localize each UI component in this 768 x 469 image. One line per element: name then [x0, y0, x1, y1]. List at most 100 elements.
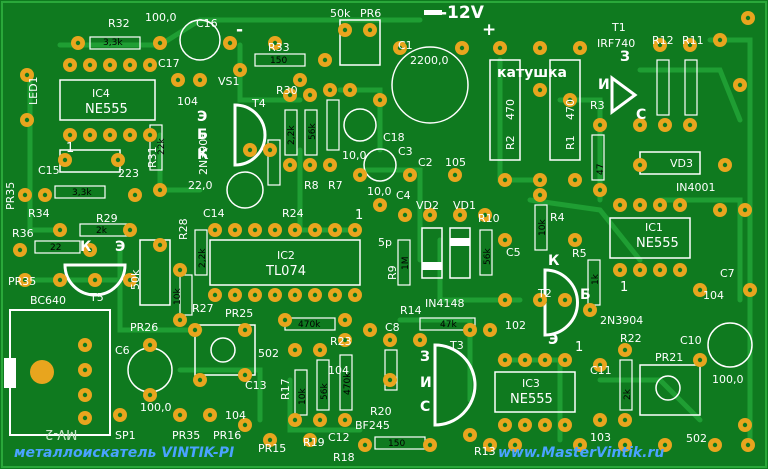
label-c10: C10: [680, 334, 702, 347]
pad-hole: [387, 337, 393, 343]
label-r31-value: 22k: [157, 138, 167, 155]
pad-hole: [282, 317, 288, 323]
label-r5-value: 1k: [591, 274, 601, 285]
pad-hole: [687, 42, 693, 48]
power-plus: +: [482, 20, 497, 40]
pad-hole: [742, 207, 748, 213]
label-c17-value: 104: [177, 95, 198, 108]
label-c6-value: 100,0: [140, 401, 172, 414]
ic2-body: [209, 239, 361, 286]
pad-hole: [147, 342, 153, 348]
ic-outlines: [59, 19, 701, 416]
pad-hole: [127, 132, 133, 138]
pad-hole: [597, 362, 603, 368]
label-r4: R4: [550, 211, 565, 224]
label-c3-value: 10,0: [367, 185, 392, 198]
pad-hole: [132, 192, 138, 198]
label-pr26: PR26: [130, 321, 159, 334]
pad-hole: [342, 27, 348, 33]
ic4-body: [59, 79, 156, 121]
pad-hole: [687, 122, 693, 128]
label-r29: R29: [96, 212, 118, 225]
label-r8-value: 56k: [308, 123, 318, 140]
t2-pin-k: К: [548, 253, 560, 269]
pad-hole: [307, 162, 313, 168]
pad-hole: [147, 132, 153, 138]
label-pr15: PR15: [258, 442, 287, 455]
label-r23: R23: [330, 335, 352, 348]
label-t2-value: 2N3904: [600, 314, 644, 327]
label-r14: R14: [400, 304, 422, 317]
pad-hole: [87, 132, 93, 138]
label-t2: T2: [538, 287, 552, 300]
pad-hole: [482, 212, 488, 218]
label-r16-value: 56k: [320, 383, 330, 400]
label-r2-value: 470: [504, 99, 517, 120]
t1-pin-i: И: [598, 77, 610, 93]
pad-hole: [287, 162, 293, 168]
pad-hole: [67, 62, 73, 68]
label-pr26-value: 50k: [129, 269, 142, 290]
pad-hole: [292, 227, 298, 233]
label-r20: R20: [370, 405, 392, 418]
label-t5-value: BC640: [30, 294, 67, 307]
pad-hole: [212, 227, 218, 233]
pad-hole: [617, 267, 623, 273]
pad-hole: [177, 412, 183, 418]
ic4-pin1: 1: [66, 141, 75, 156]
terminal-notch: [4, 358, 16, 388]
pad-hole: [332, 292, 338, 298]
label-vd2: VD2: [416, 199, 439, 212]
pad-hole: [75, 40, 81, 46]
resistor-outlines: [34, 36, 698, 450]
pad-hole: [522, 357, 528, 363]
pad-hole: [327, 87, 333, 93]
pad-hole: [267, 147, 273, 153]
pad-hole: [247, 147, 253, 153]
label-ic4: IC4: [92, 87, 110, 100]
pad-hole: [747, 287, 753, 293]
label-c1-value: 2200,0: [410, 54, 449, 67]
label-led1: LED1: [27, 76, 40, 105]
pad-hole: [22, 277, 28, 283]
label-ic3: IC3: [522, 377, 540, 390]
label-r11: R11: [682, 34, 704, 47]
pad-hole: [327, 162, 333, 168]
pad-hole: [637, 162, 643, 168]
label-r32: R32: [108, 17, 130, 30]
pad-hole: [312, 292, 318, 298]
pad-hole: [572, 237, 578, 243]
pad-hole: [237, 67, 243, 73]
pad-hole: [175, 77, 181, 83]
label-vd3: VD3: [670, 157, 693, 170]
pad-hole: [197, 77, 203, 83]
pad-hole: [537, 45, 543, 51]
pad-hole: [292, 417, 298, 423]
pr25-body: [194, 324, 256, 376]
label-t1: T1: [612, 21, 626, 34]
pad-hole: [637, 122, 643, 128]
label-r32-value: 3,3k: [103, 38, 123, 48]
t5-pin-e: Э: [115, 239, 126, 255]
pad-hole: [637, 202, 643, 208]
pad-hole: [622, 442, 628, 448]
pad-hole: [502, 177, 508, 183]
pad-hole: [452, 172, 458, 178]
pad-hole: [397, 45, 403, 51]
label-c3: C3: [398, 145, 413, 158]
t1-pin-z: З: [620, 49, 630, 65]
pad-hole: [722, 162, 728, 168]
pad-hole: [317, 417, 323, 423]
pad-hole: [342, 337, 348, 343]
pad-hole: [342, 417, 348, 423]
pad-hole: [232, 227, 238, 233]
ic2-pin1: 1: [355, 208, 364, 223]
pad-hole: [502, 297, 508, 303]
pad-hole: [42, 192, 48, 198]
pad-hole: [512, 442, 518, 448]
pad-hole: [402, 212, 408, 218]
label-c2: C2: [418, 156, 433, 169]
pad-hole: [502, 357, 508, 363]
transistor-outlines: [63, 75, 638, 427]
